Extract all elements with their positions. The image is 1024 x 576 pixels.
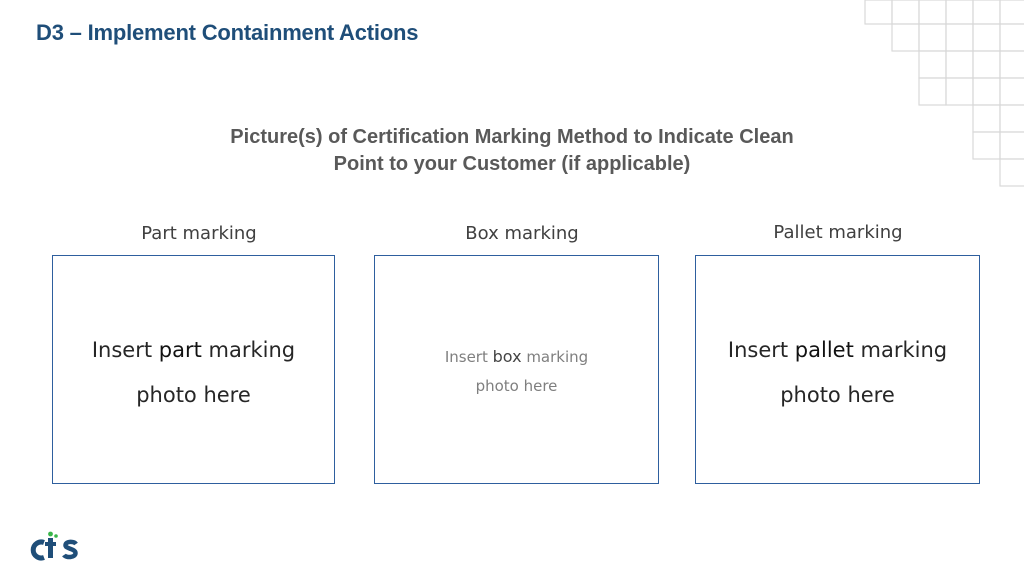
pallet-marking-photo-placeholder[interactable]: Insert pallet marking photo here [695, 255, 980, 484]
box-placeholder-line-2: photo here [475, 377, 558, 395]
box-marking-photo-placeholder[interactable]: Insert box marking photo here [374, 255, 659, 484]
pallet-marking-label: Pallet marking [773, 222, 903, 243]
part-placeholder-line-2: photo here [136, 383, 251, 407]
page-title: D3 – Implement Containment Actions [36, 20, 419, 45]
part-placeholder-text: Insert part marking photo here [53, 328, 334, 418]
pallet-placeholder-line-1: Insert pallet marking [727, 338, 948, 362]
part-marking-photo-placeholder[interactable]: Insert part marking photo here [52, 255, 335, 484]
part-marking-label: Part marking [141, 223, 257, 244]
section-subtitle: Picture(s) of Certification Marking Meth… [0, 124, 1024, 178]
box-placeholder-text: Insert box marking photo here [375, 342, 658, 401]
pallet-placeholder-line-2: photo here [780, 383, 895, 407]
decorative-grid [864, 0, 1024, 187]
subtitle-line-1: Picture(s) of Certification Marking Meth… [230, 126, 794, 148]
box-marking-label: Box marking [465, 223, 579, 244]
subtitle-line-2: Point to your Customer (if applicable) [333, 153, 691, 175]
box-placeholder-line-1: Insert box marking [444, 347, 589, 366]
part-placeholder-line-1: Insert part marking [91, 338, 296, 362]
cts-logo [30, 531, 78, 561]
pallet-placeholder-text: Insert pallet marking photo here [696, 328, 979, 418]
